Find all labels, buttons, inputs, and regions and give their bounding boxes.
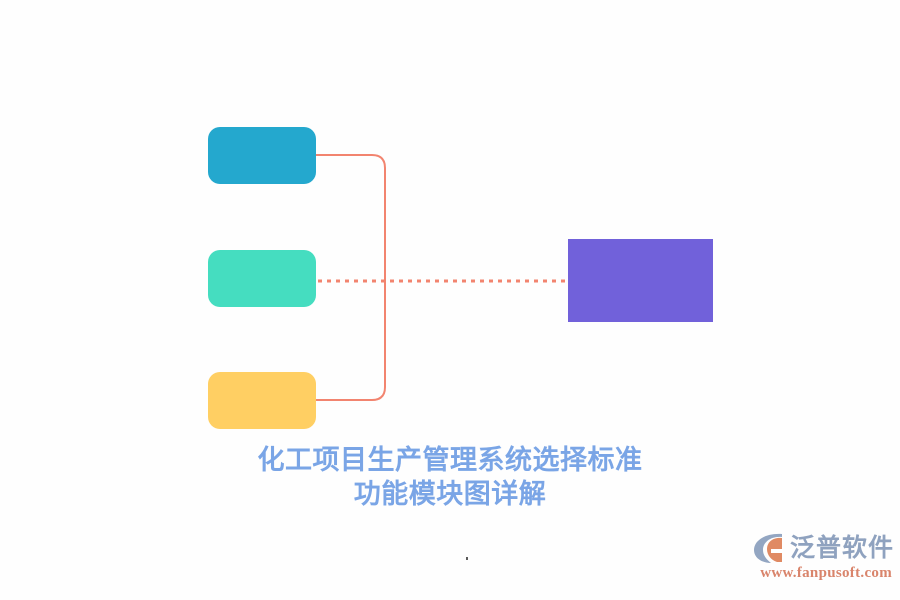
brand-watermark: 泛普软件 www.fanpusoft.com: [752, 530, 895, 588]
brand-url: www.fanpusoft.com: [760, 565, 892, 581]
module-node-purple[interactable]: [568, 239, 713, 322]
module-diagram: [208, 127, 713, 429]
page-title-line-1: 化工项目生产管理系统选择标准: [257, 445, 643, 475]
stray-dot-mark: [466, 557, 468, 560]
module-node-blue[interactable]: [208, 127, 316, 184]
fanpu-logo-icon: [754, 533, 783, 563]
module-node-green[interactable]: [208, 250, 316, 307]
brand-logo-row: 泛普软件: [752, 530, 895, 566]
page-title-line-2: 功能模块图详解: [353, 478, 547, 509]
module-node-yellow[interactable]: [208, 372, 316, 429]
connector-solid-bracket: [316, 154, 386, 401]
page-title: 化工项目生产管理系统选择标准 功能模块图详解: [0, 444, 900, 512]
connector-lines: [316, 154, 568, 401]
brand-name: 泛普软件: [790, 534, 895, 562]
